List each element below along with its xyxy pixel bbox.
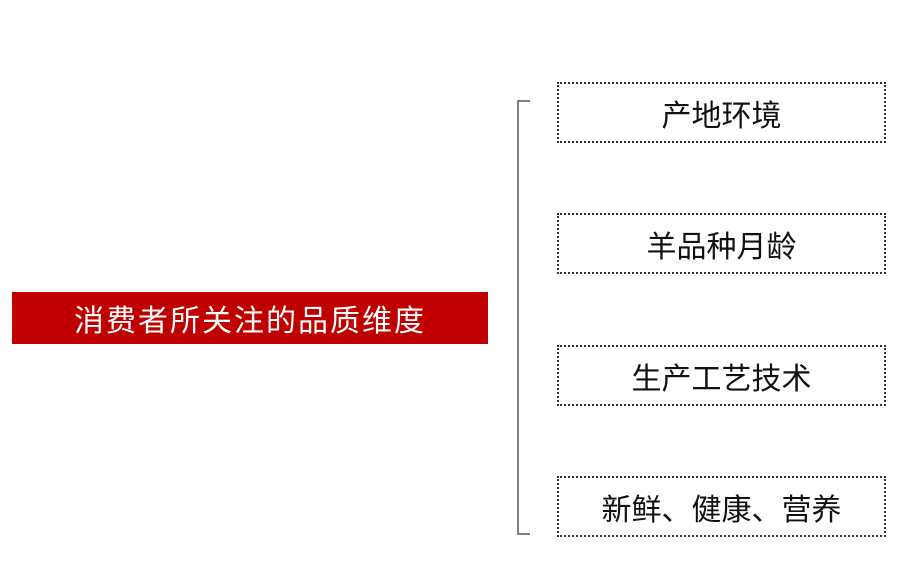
root-label: 消费者所关注的品质维度 bbox=[74, 304, 426, 339]
root-node: 消费者所关注的品质维度 bbox=[12, 292, 488, 344]
child-label: 生产工艺技术 bbox=[631, 361, 812, 397]
child-node-breed-age: 羊品种月龄 bbox=[557, 213, 886, 274]
child-label: 羊品种月龄 bbox=[646, 229, 797, 265]
child-node-production-technology: 生产工艺技术 bbox=[557, 345, 886, 406]
child-node-fresh-health-nutrition: 新鲜、健康、营养 bbox=[557, 476, 886, 537]
child-node-origin-environment: 产地环境 bbox=[557, 82, 886, 143]
child-label: 产地环境 bbox=[661, 98, 782, 134]
child-label: 新鲜、健康、营养 bbox=[601, 492, 842, 528]
